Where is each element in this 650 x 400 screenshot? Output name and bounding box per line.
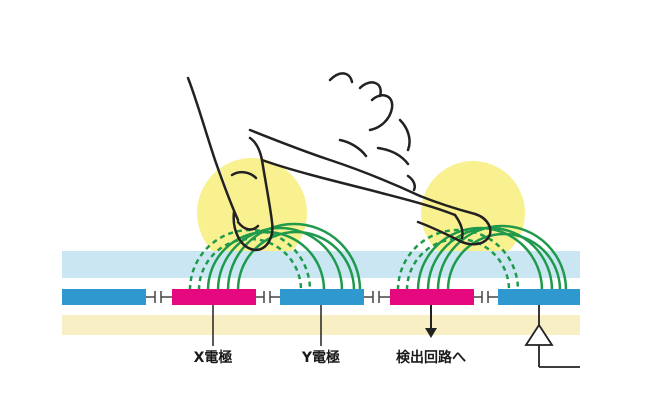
x-electrode	[390, 289, 474, 305]
y-electrode	[280, 289, 364, 305]
x-electrode-label: X電極	[194, 349, 233, 366]
capacitor-icon	[256, 291, 280, 303]
finger-icon	[186, 72, 492, 252]
capacitor-icon	[474, 291, 498, 303]
y-electrode	[62, 289, 146, 305]
arrow-down-icon	[425, 305, 437, 338]
capacitor-icon	[146, 291, 172, 303]
ground-symbol-icon	[524, 305, 580, 368]
x-electrode	[172, 289, 256, 305]
y-electrode-label: Y電極	[301, 349, 340, 366]
y-electrode	[498, 289, 580, 305]
detection-circuit-label: 検出回路へ	[396, 349, 466, 366]
capacitor-icon	[364, 291, 390, 303]
